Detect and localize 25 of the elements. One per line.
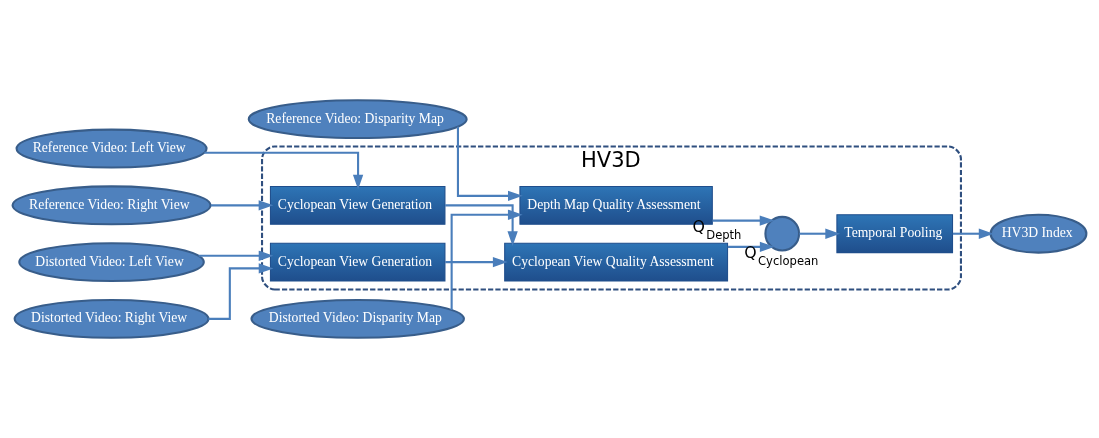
node-box: Temporal Pooling [836, 214, 954, 254]
arrow [198, 250, 274, 261]
arrow [450, 209, 523, 310]
node-ellipse: Reference Video: Right View [11, 185, 212, 226]
node-ellipse: Reference Video: Left View [15, 128, 208, 169]
node-box: Cyclopean View Generation [269, 242, 446, 282]
arrow [445, 204, 518, 247]
node-ellipse: HV3D Index [989, 213, 1088, 254]
arrow [204, 151, 364, 190]
node-ellipse: Distorted Video: Left View [18, 242, 205, 283]
node-ellipse: Distorted Video: Disparity Map [250, 298, 465, 339]
arrow [208, 263, 274, 320]
edge-label: Q$_{Cyclopean}$ [744, 243, 819, 269]
arrow [712, 215, 775, 226]
node-box: Cyclopean View Quality Assessment [504, 242, 729, 282]
arrow [799, 228, 841, 239]
arrow [727, 241, 775, 253]
arrow [445, 256, 508, 268]
node-box: Cyclopean View Generation [269, 185, 446, 225]
node-circle [764, 215, 801, 252]
arrow [456, 126, 523, 202]
arrow [210, 200, 274, 211]
node-ellipse: Distorted Video: Right View [13, 298, 210, 339]
arrow [952, 228, 994, 239]
node-ellipse: Reference Video: Disparity Map [247, 99, 468, 140]
